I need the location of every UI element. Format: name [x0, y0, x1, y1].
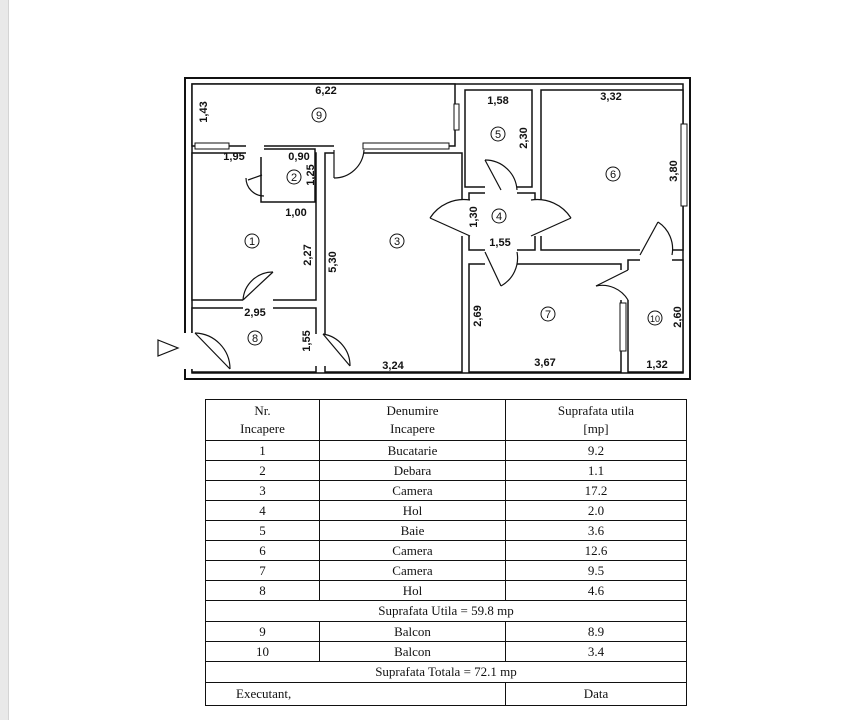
entrance-arrow-icon [157, 339, 180, 357]
table-cell: 3.6 [505, 520, 687, 541]
table-cell: 8 [205, 580, 320, 601]
outer-wall-outer [184, 77, 691, 380]
table-cell: 6 [205, 540, 320, 561]
dim-label: 1,55 [489, 237, 510, 249]
room-number: 2 [291, 172, 297, 184]
table-cell: Camera [319, 540, 506, 561]
table-cell: 3 [205, 480, 320, 501]
table-cell: Camera [319, 480, 506, 501]
dim-label: 1,00 [285, 207, 306, 219]
dim-label: 2,69 [472, 305, 484, 326]
dim-label: 0,90 [288, 151, 309, 163]
dim-label: 1,55 [301, 330, 313, 351]
header-nr: Nr.Incapere [205, 399, 320, 441]
table-cell: 9 [205, 621, 320, 642]
table-cell: 7 [205, 560, 320, 581]
dim-label: 1,58 [487, 95, 508, 107]
room-number: 10 [650, 314, 660, 324]
table-cell: Hol [319, 580, 506, 601]
table-cell: 2 [205, 460, 320, 481]
room-number: 3 [394, 236, 400, 248]
table-cell: 4.6 [505, 580, 687, 601]
table-cell: 8.9 [505, 621, 687, 642]
dim-label: 3,24 [382, 360, 404, 372]
table-cell: 12.6 [505, 540, 687, 561]
document-page: 6,22 1,43 1,58 2,30 3,32 3,80 1,95 0,90 … [9, 0, 863, 720]
header-area: Suprafata utila[mp] [505, 399, 687, 441]
table-cell: 3.4 [505, 641, 687, 662]
table-cell: 10 [205, 641, 320, 662]
table-cell: Camera [319, 560, 506, 581]
data-label: Data [505, 682, 687, 706]
dim-label: 2,30 [518, 127, 530, 148]
suprafata-utila: Suprafata Utila = 59.8 mp [205, 600, 687, 622]
room-number: 5 [495, 129, 501, 141]
dim-label: 1,95 [223, 151, 244, 163]
dim-label: 3,67 [534, 357, 555, 369]
dim-label: 3,80 [668, 160, 680, 181]
table-cell: 17.2 [505, 480, 687, 501]
room-number: 6 [610, 169, 616, 181]
dim-label: 2,27 [302, 244, 314, 265]
table-cell: Balcon [319, 641, 506, 662]
suprafata-totala: Suprafata Totala = 72.1 mp [205, 661, 687, 683]
table-cell: 9.2 [505, 440, 687, 461]
room-number: 4 [496, 211, 502, 223]
table-cell: Debara [319, 460, 506, 481]
table-cell: 5 [205, 520, 320, 541]
dim-label: 1,25 [305, 164, 317, 185]
table-cell: 9.5 [505, 560, 687, 581]
dim-label: 1,32 [646, 359, 667, 371]
table-cell: 1.1 [505, 460, 687, 481]
table-cell: Balcon [319, 621, 506, 642]
room-number: 9 [316, 110, 322, 122]
page-edge [0, 0, 9, 720]
signature-row: Executant, Data [205, 682, 687, 706]
room-number: 1 [249, 236, 255, 248]
dim-label: 2,95 [244, 307, 265, 319]
room-number: 7 [545, 309, 551, 321]
table-cell: Hol [319, 500, 506, 521]
dim-label: 3,32 [600, 91, 621, 103]
dim-label: 6,22 [315, 85, 336, 97]
dim-label: 1,30 [468, 206, 480, 227]
room-number: 8 [252, 333, 258, 345]
table-cell: Baie [319, 520, 506, 541]
total-row: Suprafata Totala = 72.1 mp [205, 661, 687, 683]
floor-plan: 6,22 1,43 1,58 2,30 3,32 3,80 1,95 0,90 … [157, 77, 691, 380]
table-cell: 2.0 [505, 500, 687, 521]
dim-label: 2,60 [672, 306, 684, 327]
executant-label: Executant, [205, 682, 506, 706]
subtotal-row: Suprafata Utila = 59.8 mp [205, 600, 687, 622]
table-cell: 1 [205, 440, 320, 461]
dim-label: 1,43 [198, 101, 210, 122]
dim-label: 5,30 [327, 251, 339, 272]
table-cell: Bucatarie [319, 440, 506, 461]
table-cell: 4 [205, 500, 320, 521]
